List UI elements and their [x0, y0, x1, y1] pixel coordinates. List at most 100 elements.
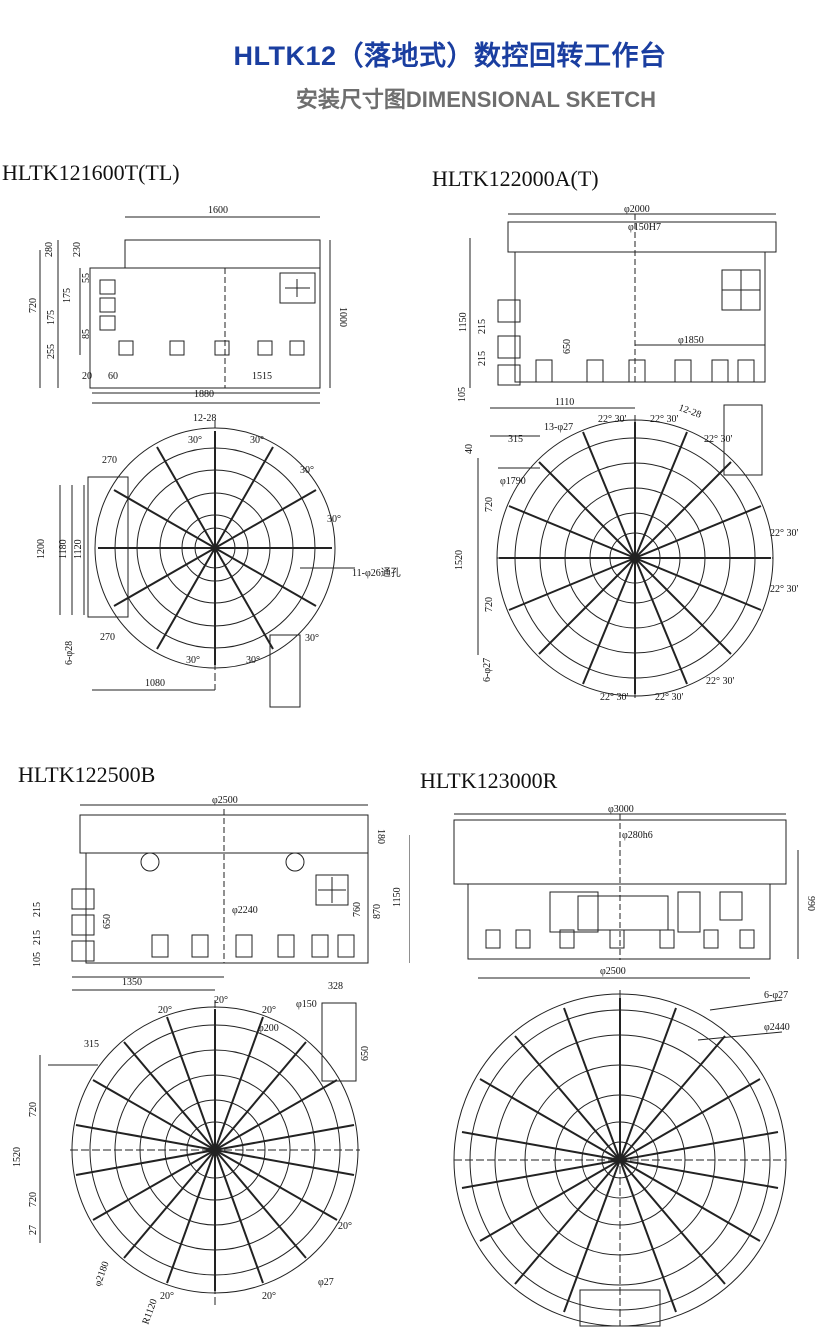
dim-27: 27 [28, 1225, 39, 1235]
dim-175b: 175 [46, 310, 57, 325]
dim-230: 230 [72, 242, 83, 257]
dim-720b: 720 [484, 597, 495, 612]
dim-dia: φ3000 [608, 804, 634, 815]
dim-720b: 720 [28, 1192, 39, 1207]
dim-2500: φ2500 [600, 966, 626, 977]
dim-ang-f: 22° 30' [706, 676, 734, 687]
dim-20-b: 20° [214, 995, 228, 1006]
dim-1200: 1200 [36, 539, 47, 559]
dim-30-c: 30° [300, 465, 314, 476]
dim-30-g: 30° [246, 655, 260, 666]
dim-1790: φ1790 [500, 476, 526, 487]
dim-1520: 1520 [454, 550, 465, 570]
dim-990: 990 [805, 896, 816, 911]
dim-328: 328 [328, 981, 343, 992]
dim-180: 180 [375, 829, 386, 844]
dim-2240: φ2240 [232, 905, 258, 916]
dim-215b: 215 [32, 930, 43, 945]
dim-1110: 1110 [555, 397, 574, 408]
dim-20: 20 [82, 371, 92, 382]
dim-55: 55 [81, 273, 92, 283]
dim-2440: φ2440 [764, 1022, 790, 1033]
dim-ang-e: 22° 30' [770, 584, 798, 595]
dim-1080: 1080 [145, 678, 165, 689]
dim-720: 720 [28, 298, 39, 313]
drawing-2000: φ2000 φ150H7 1150 215 215 105 650 φ1850 … [454, 204, 798, 703]
dim-ang-g: 22° 30' [600, 692, 628, 703]
dim-27b: φ27 [318, 1277, 334, 1288]
dim-dia: φ2500 [212, 795, 238, 806]
dim-1150: 1150 [392, 887, 403, 907]
dim-30-f: 30° [186, 655, 200, 666]
dim-1120: R1120 [140, 1298, 159, 1326]
dim-150: φ150 [296, 999, 317, 1010]
dim-280: 280 [44, 242, 55, 257]
dim-bore: φ280h6 [622, 830, 653, 841]
dim-270a: 270 [102, 455, 117, 466]
dim-870: 870 [372, 904, 383, 919]
dim-slot: 6-φ28 [64, 641, 75, 665]
dim-ang-b: 22° 30' [650, 414, 678, 425]
dim-20-e: 20° [160, 1291, 174, 1302]
dim-hole: 11-φ26通孔 [352, 567, 401, 579]
dim-1150: 1150 [458, 312, 469, 332]
dim-85: 85 [81, 329, 92, 339]
model-label-3000: HLTK123000R [420, 768, 558, 793]
dim-top-width: 1600 [208, 205, 228, 216]
dim-1850: φ1850 [678, 335, 704, 346]
dim-720a: 720 [484, 497, 495, 512]
drawing-3000: φ3000 φ280h6 990 φ2500 6-φ27 φ2440 [453, 804, 816, 1327]
dim-1120: 1120 [73, 539, 84, 559]
dim-200: φ200 [258, 1023, 279, 1034]
dim-270b: 270 [100, 632, 115, 643]
dim-105: 105 [457, 387, 468, 402]
dim-1515: 1515 [252, 371, 272, 382]
dim-760: 760 [352, 902, 363, 917]
dim-650b: 650 [360, 1046, 371, 1061]
dim-bolt: 12-28 [193, 413, 216, 424]
dim-ang-a: 22° 30' [598, 414, 626, 425]
dim-20-d: 20° [338, 1221, 352, 1232]
dim-1350: 1350 [122, 977, 142, 988]
dim-20-c: 20° [262, 1005, 276, 1016]
dim-20-f: 20° [262, 1291, 276, 1302]
dim-30-b: 30° [250, 435, 264, 446]
dim-215a: 215 [477, 319, 488, 334]
drawing-2500: φ2500 180 φ2240 215 215 105 650 760 870 … [12, 795, 410, 1326]
dim-feet: 6-φ27 [482, 658, 493, 682]
dim-30-a: 30° [188, 435, 202, 446]
dim-1000: 1000 [337, 307, 348, 327]
dim-slots: 13-φ27 [544, 422, 573, 433]
dim-40: 40 [464, 444, 475, 454]
dim-215b: 215 [477, 351, 488, 366]
dim-60: 60 [108, 371, 118, 382]
dim-feet: 6-φ27 [764, 990, 788, 1001]
dim-ang-h: 22° 30' [655, 692, 683, 703]
dim-bore: φ150H7 [628, 222, 661, 233]
model-label-2000: HLTK122000A(T) [432, 166, 599, 191]
dim-ang-c: 22° 30' [704, 434, 732, 445]
dim-175a: 175 [62, 288, 73, 303]
drawing-1600: 1600 230 280 55 175 720 175 85 255 1000 … [28, 205, 401, 708]
dim-315: 315 [84, 1039, 99, 1050]
dim-30-d: 30° [327, 514, 341, 525]
dim-315: 315 [508, 434, 523, 445]
dim-ang-d: 22° 30' [770, 528, 798, 539]
page-subtitle: 安装尺寸图DIMENSIONAL SKETCH [295, 87, 657, 112]
dim-30-e: 30° [305, 633, 319, 644]
dim-2180: φ2180 [92, 1260, 111, 1288]
dim-650a: 650 [102, 914, 113, 929]
model-label-1600: HLTK121600T(TL) [2, 160, 180, 185]
dim-bolt: 12-28 [677, 402, 703, 420]
dim-1180: 1180 [58, 539, 69, 559]
dim-650: 650 [562, 339, 573, 354]
dim-1520: 1520 [12, 1147, 23, 1167]
page-title: HLTK12（落地式）数控回转工作台 [233, 41, 667, 71]
dim-1880: 1880 [194, 389, 214, 400]
dim-720a: 720 [28, 1102, 39, 1117]
dim-20-a: 20° [158, 1005, 172, 1016]
dim-105: 105 [32, 952, 43, 967]
dim-dia: φ2000 [624, 204, 650, 215]
model-label-2500: HLTK122500B [18, 762, 156, 787]
dim-255: 255 [46, 344, 57, 359]
